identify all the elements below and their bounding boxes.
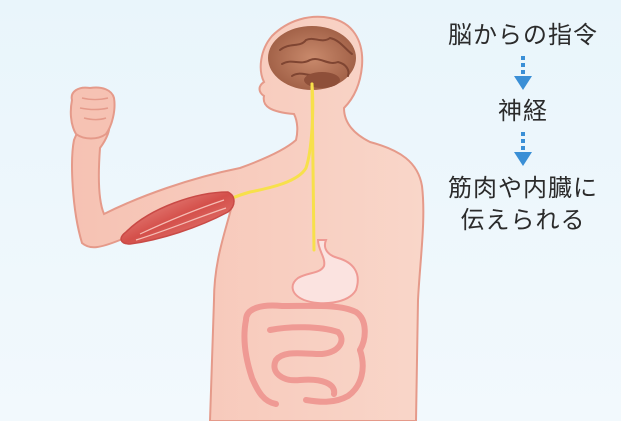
flow-arrow-2 (428, 126, 618, 172)
flow-step-brain-command: 脳からの指令 (428, 20, 618, 50)
flow-step-transmitted: 伝えられる (428, 204, 618, 236)
flow-step-muscles-organs: 筋肉や内臓に (428, 172, 618, 204)
command-flow: 脳からの指令 神経 筋肉や内臓に (428, 20, 618, 236)
flow-arrow-1 (428, 50, 618, 96)
nerve-spinal-cord (312, 84, 314, 250)
dotted-down-arrow-icon (513, 54, 533, 92)
brain (268, 26, 356, 90)
fist (71, 87, 115, 138)
dotted-down-arrow-icon (513, 130, 533, 168)
flow-step-nerve: 神経 (428, 96, 618, 126)
